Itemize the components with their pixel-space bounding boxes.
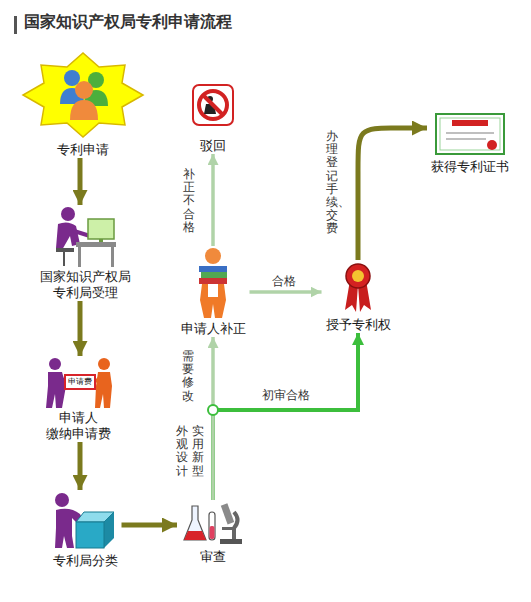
flow-arrow [358, 128, 427, 260]
node-label: 授予专利权 [326, 317, 391, 333]
process-step: 授予专利权 [322, 260, 395, 333]
design-type-label: 实用新型 [192, 425, 204, 478]
diagram-title: 国家知识产权局专利申请流程 [24, 12, 232, 33]
node-label: 申请人补正 [181, 321, 246, 337]
flow-arrow [213, 333, 358, 500]
end-node: 获得专利证书 [427, 110, 513, 175]
flow-arrow [78, 158, 83, 205]
process-step: 申请人 缴纳申请费 [38, 356, 118, 442]
edge-label: 初审合格 [262, 388, 310, 402]
process-step: 申请人补正 [177, 246, 250, 337]
process-step: 审查 [177, 500, 249, 565]
medal-icon [345, 264, 371, 312]
junction-dot [208, 405, 218, 415]
start-node: 专利申请 [19, 53, 147, 158]
end-node: 驳回 [187, 83, 239, 154]
edge-label: 合格 [272, 274, 296, 288]
lab-icon [184, 503, 242, 544]
flow-arrow [211, 337, 215, 500]
edge-label: 办理登记手续、交费 [326, 130, 338, 236]
flow-arrow [122, 523, 178, 528]
amend-icon [199, 248, 227, 318]
process-step: 国家知识产权局 专利局受理 [33, 205, 137, 301]
classify-icon [55, 493, 114, 548]
node-label: 专利申请 [57, 142, 109, 158]
process-step: 专利局分类 [49, 490, 122, 569]
node-label: 审查 [200, 549, 226, 565]
certificate-icon [436, 114, 504, 154]
payment-icon [46, 358, 112, 408]
node-label: 驳回 [200, 138, 226, 154]
flow-arrow [211, 154, 215, 246]
flow-arrow [78, 442, 83, 490]
node-label: 国家知识产权局 专利局受理 [37, 269, 133, 301]
office-icon [56, 207, 116, 267]
title-bar [14, 16, 17, 34]
edge-label: 需要修改 [182, 350, 194, 403]
flow-arrow [78, 301, 83, 356]
fee-tag: 申请费 [66, 376, 94, 388]
node-label: 获得专利证书 [431, 159, 509, 175]
applicants-icon [23, 53, 143, 137]
flow-arrow [250, 290, 322, 294]
design-type-label: 外观设计 [176, 425, 188, 478]
node-label: 专利局分类 [53, 553, 118, 569]
edge-label: 补正不合格 [183, 168, 195, 234]
node-label: 申请人 缴纳申请费 [42, 410, 114, 442]
reject-icon [193, 85, 233, 125]
